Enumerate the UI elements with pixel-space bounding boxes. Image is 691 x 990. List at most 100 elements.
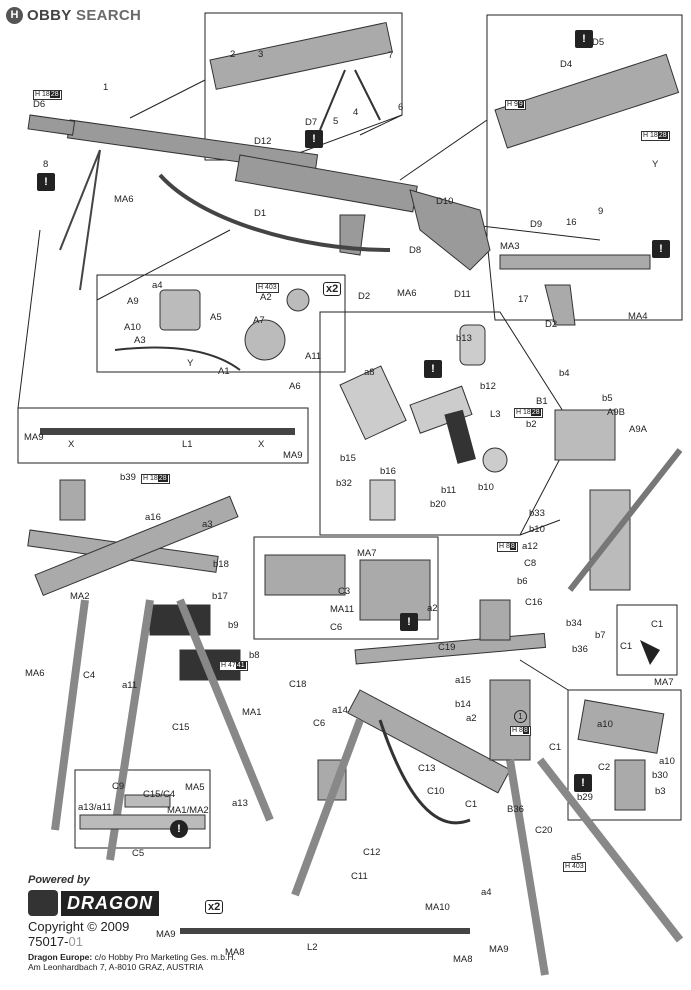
label-b32: b32	[336, 478, 352, 489]
label-a8: a8	[364, 367, 375, 378]
left-sight-b39	[59, 479, 86, 521]
label-ma11: MA11	[330, 604, 355, 615]
label-d4: D4	[560, 59, 573, 70]
label-16: 16	[566, 217, 577, 228]
label-a5-b: a5	[571, 852, 582, 863]
label-d5: D5	[592, 37, 605, 48]
label-17: 17	[518, 294, 529, 305]
center-sight	[479, 599, 511, 641]
powered-by-text: Powered by	[28, 874, 90, 886]
label-l1: L1	[182, 439, 193, 450]
warning-icon: !	[575, 30, 593, 48]
callout-box-cradle-detail	[253, 536, 439, 640]
quantity-x2: x2	[205, 900, 224, 914]
label-c15: C15	[172, 722, 190, 733]
label-a9b: A9B	[607, 407, 625, 418]
sight-mount-head	[554, 409, 616, 461]
label-c1-b: C1	[620, 641, 633, 652]
distributor-line2: Am Leonhardbach 7, A-8010 GRAZ, AUSTRIA	[28, 962, 204, 972]
label-b36: b36	[572, 644, 588, 655]
label-d11: D11	[454, 289, 471, 300]
label-part-5: 5	[333, 116, 339, 127]
center-tripod-beam	[347, 689, 511, 794]
label-a9a: A9A	[629, 424, 647, 435]
callout-box-sling-l1	[17, 407, 309, 464]
label-a2: A2	[260, 292, 272, 303]
copyright-text: Copyright © 2009	[28, 919, 130, 934]
label-d12: D12	[254, 136, 272, 147]
gun-muzzle	[27, 114, 76, 136]
label-d8: D8	[409, 245, 422, 256]
label-b7: b7	[595, 630, 606, 641]
gun-sling	[158, 173, 391, 252]
label-b4: b4	[559, 368, 570, 379]
label-c4: C4	[83, 670, 96, 681]
label-a3-b: a3	[202, 519, 213, 530]
label-a9: A9	[127, 296, 139, 307]
label-ma9: MA9	[24, 432, 44, 443]
warning-icon: !	[652, 240, 670, 258]
callout-box-recoil-spring	[74, 769, 211, 849]
label-ma6-b: MA6	[397, 288, 417, 299]
mount-part-b13	[459, 324, 486, 366]
step-number-badge: 1	[514, 710, 527, 723]
label-d2: D2	[358, 291, 371, 302]
label-part-7: 7	[388, 50, 394, 61]
label-c6: C6	[330, 622, 343, 633]
label-a13a11: a13/a11	[78, 802, 112, 813]
warning-icon: !	[37, 173, 55, 191]
distributor-line1: c/o Hobby Pro Marketing Ges. m.b.H.	[92, 952, 236, 962]
callout-box-receiver-top	[204, 12, 403, 161]
label-ma8-b: MA8	[453, 954, 473, 965]
label-c13: C13	[418, 763, 436, 774]
label-ma5: MA5	[185, 782, 205, 793]
label-a4-b: a4	[481, 887, 492, 898]
gun-bipod-right	[79, 149, 101, 291]
label-c6-b: C6	[313, 718, 326, 729]
label-ma9-d: MA9	[489, 944, 509, 955]
dragon-logo: DRAGON	[28, 890, 328, 916]
label-a6: A6	[289, 381, 301, 392]
label-b29: b29	[577, 792, 593, 803]
label-ma4: MA4	[628, 311, 648, 322]
bolt-detail	[499, 254, 651, 270]
label-a5: A5	[210, 312, 222, 323]
label-a1: A1	[218, 366, 230, 377]
label-ma1ma2: MA1/MA2	[167, 805, 209, 816]
label-b39: b39	[120, 472, 136, 483]
label-b17: b17	[212, 591, 228, 602]
callout-box-mount-parts	[319, 311, 576, 536]
paint-ref-feed2: H 1828	[641, 131, 670, 141]
label-b15: b15	[340, 453, 356, 464]
distributor-name: Dragon Europe:	[28, 952, 93, 962]
label-c19: C19	[438, 642, 456, 653]
label-y2: Y	[187, 358, 194, 369]
label-b3: b3	[655, 786, 666, 797]
rear-sight-detail	[577, 699, 665, 754]
warning-icon: !	[305, 130, 323, 148]
label-c1: C1	[651, 619, 664, 630]
paint-ref-b39: H 1828	[141, 474, 170, 484]
label-d6: D6	[33, 99, 46, 110]
callout-box-ammo-drum	[96, 274, 346, 373]
rear-sight-body	[614, 759, 646, 811]
label-ma9-c: MA9	[156, 929, 176, 940]
label-b33: b33	[529, 508, 545, 519]
label-b34: b34	[566, 618, 582, 629]
label-d1: D1	[254, 208, 267, 219]
mount-part-b11	[409, 385, 473, 434]
dragon-wordmark: DRAGON	[61, 890, 159, 916]
label-c11: C11	[351, 871, 368, 882]
callout-box-rear-sight	[567, 689, 682, 821]
paint-ref-b8: H 4741	[219, 661, 248, 671]
label-ma2: MA2	[70, 591, 90, 602]
footer-brand-block: Powered by DRAGON Copyright © 2009 75017…	[28, 874, 328, 972]
kit-code-main: 75017-	[28, 934, 69, 949]
callout-box-c1-ma7	[616, 604, 678, 676]
quantity-x2: x2	[323, 282, 342, 296]
label-b10: b10	[478, 482, 494, 493]
hobby-search-logo: H OBBY SEARCH	[6, 5, 141, 25]
label-a14: a14	[332, 705, 348, 716]
mount-part-b15	[339, 365, 407, 441]
